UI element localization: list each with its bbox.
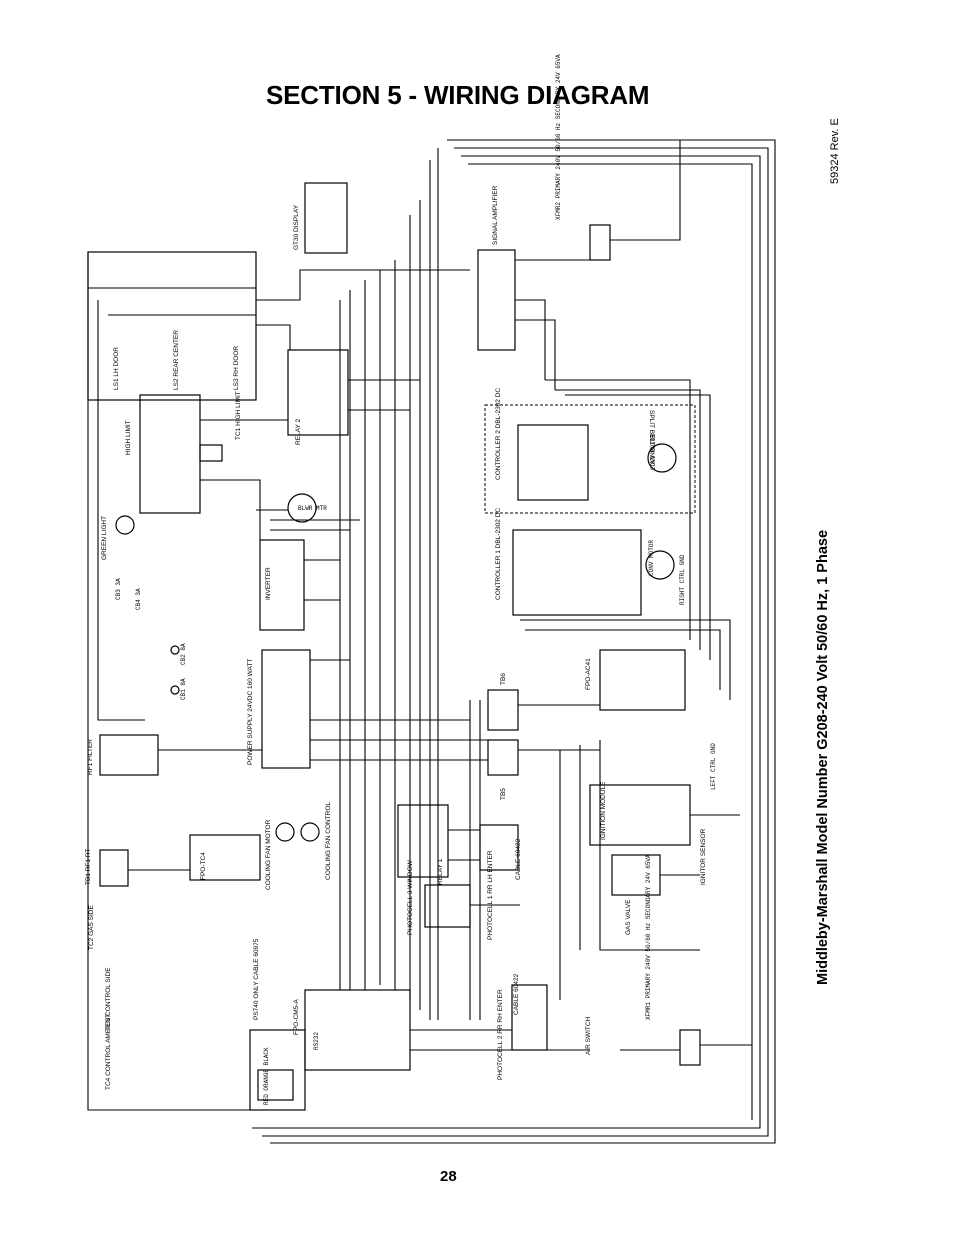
green-light: GREEN LIGHT — [101, 515, 135, 560]
tb5-label: TB5 — [500, 788, 507, 800]
inverter-box: INVERTER — [259, 539, 305, 631]
tc4-label: TC4 CONTROL AMBIENT — [105, 1014, 112, 1090]
controller2-label: CONTROLLER 2 DBL-2302 DC — [495, 388, 502, 480]
tc3-label: TC3 CONTROL SIDE — [105, 967, 112, 1030]
cable-1-label: CABLE 60422 — [515, 838, 522, 880]
fpo-tc4-label: FPO-TC4 — [200, 852, 207, 880]
right-ctrl-gnd-label: RIGHT CTRL GND — [679, 554, 686, 605]
cb3-label: CB3 3A — [115, 578, 122, 600]
photocell1-label: PHOTOCELL 1 RR LH ENTER — [487, 850, 494, 940]
photocells: PHOTOCELL 3 WINDOW PHOTOCELL 1 RR LH ENT… — [407, 824, 548, 1080]
green-light-label: GREEN LIGHT — [101, 516, 108, 560]
tc2-label: TC2 GAS SIDE — [88, 905, 95, 950]
cooling-fan-motor-label: COOLING FAN MOTOR — [265, 819, 272, 890]
photocell2-label: PHOTOCELL 2 RR RH ENTER — [497, 989, 504, 1080]
ls2-label: LS2 REAR CENTER — [173, 330, 180, 390]
thermocouples: TC2 GAS SIDE TC3 CONTROL SIDE TC4 CONTRO… — [88, 905, 112, 1090]
ignitor-sensor-label: IGNITOR SENSOR — [700, 828, 707, 885]
cb2-label: CB2 8A — [180, 643, 187, 665]
relay1-label: RELAY 1 — [437, 858, 444, 885]
gas-valve-label: GAS VALVE — [625, 899, 632, 935]
page-number: 28 — [440, 1168, 457, 1185]
signal-amplifier-label: SIGNAL AMPLIFIER — [492, 185, 499, 245]
power-supply-label: POWER SUPPLY 24VDC 160 WATT — [247, 659, 254, 765]
cable-2-label: CABLE 60422 — [513, 973, 520, 1015]
power-supply-box: POWER SUPPLY 24VDC 160 WATT — [247, 649, 311, 769]
ps740-label: PS740 ONLY CABLE 60975 — [253, 938, 260, 1020]
tc1-label: TC1 HIGH LIMIT — [235, 391, 242, 440]
blwr-mtr-label: BLWR MTR — [298, 505, 327, 512]
fpo-cm5a: FPO-CM5-A RS232 — [293, 989, 411, 1071]
conv-motor-2-label: CONV MOTOR — [650, 434, 657, 470]
xfmr2: XFMR2 PRIMARY 240V 50/60 Hz SECONDARY 24… — [555, 54, 611, 261]
ignition-module-label: IGNITION MODULE — [600, 781, 607, 840]
photocell3-label: PHOTOCELL 3 WINDOW — [407, 859, 414, 935]
rf1-filter-label: RF1 FILTER — [87, 739, 94, 775]
tb1-label: TB1 RF1 RT — [85, 849, 92, 885]
inverter-label: INVERTER — [265, 567, 272, 600]
air-switch: AIR SWITCH — [585, 1016, 592, 1055]
fpo-ac41-label: FPO-AC41 — [585, 658, 592, 690]
gt30-label: GT30 DISPLAY — [293, 204, 300, 250]
gas-valve: GAS VALVE — [611, 854, 661, 935]
blower-motor: BLWR MTR — [287, 493, 327, 523]
air-switch-label: AIR SWITCH — [585, 1016, 592, 1055]
tb6: TB6 — [487, 673, 519, 731]
high-limit-label: HIGH LIMIT — [125, 420, 132, 455]
bus-wires — [87, 139, 776, 1144]
rs232-label: RS232 — [313, 1032, 320, 1050]
tb1-block: TB1 RF1 RT — [85, 849, 129, 887]
cooling-fan-control-label: COOLING FAN CONTROL — [325, 802, 332, 880]
tb5: TB5 — [487, 739, 519, 800]
relay2: RELAY 2 — [287, 349, 349, 445]
ignition-module: IGNITION MODULE IGNITOR SENSOR LEFT CTRL… — [589, 743, 717, 885]
ls3-label: LS3 RH DOOR — [233, 346, 240, 390]
ls1-label: LS1 LH DOOR — [113, 347, 120, 390]
limit-switches: LS1 LH DOOR LS2 REAR CENTER LS3 RH DOOR — [87, 251, 257, 401]
fpo-cm5a-label: FPO-CM5-A — [293, 999, 300, 1035]
relay1: RELAY 1 — [397, 804, 449, 885]
connection-wires — [128, 140, 752, 1051]
page-title: SECTION 5 - WIRING DIAGRAM — [266, 80, 650, 110]
cb1-label: CB1 8A — [180, 678, 187, 700]
conv-motor-1-label: CONV MOTOR — [648, 540, 655, 576]
high-limit: HIGH LIMIT TC1 HIGH LIMIT — [125, 391, 242, 514]
controller1: CONTROLLER 1 DBL-2302 DC CONV MOTOR RIGH… — [495, 508, 686, 616]
xfmr2-label: XFMR2 PRIMARY 240V 50/60 Hz SECONDARY 24… — [555, 54, 562, 220]
relay2-label: RELAY 2 — [295, 418, 302, 445]
split-belt-label: SPLIT BELT ONLY — [648, 410, 655, 465]
controller1-label: CONTROLLER 1 DBL-2302 DC — [495, 508, 502, 600]
rf1-filter: RF1 FILTER — [87, 734, 159, 776]
red-orange-black-label: RED ORANGE BLACK — [263, 1047, 270, 1105]
fpo-tc4: FPO-TC4 — [189, 834, 261, 881]
gt30-display: GT30 DISPLAY — [293, 182, 348, 254]
signal-amplifier: SIGNAL AMPLIFIER — [477, 185, 516, 351]
cb4-label: CB4 3A — [135, 588, 142, 610]
cooling-fan: COOLING FAN MOTOR COOLING FAN CONTROL — [265, 802, 332, 890]
tb6-label: TB6 — [500, 673, 507, 685]
circuit-breakers: CB3 3A CB4 3A CB2 8A CB1 8A — [115, 578, 187, 700]
ps740-cable: PS740 ONLY CABLE 60975 RED ORANGE BLACK — [249, 938, 306, 1111]
fpo-ac41: FPO-AC41 — [585, 649, 686, 711]
xfmr1: XFMR1 PRIMARY 240V 50/60 Hz SECONDARY 24… — [645, 854, 701, 1066]
xfmr1-label: XFMR1 PRIMARY 240V 50/60 Hz SECONDARY 24… — [645, 854, 652, 1020]
split-belt-region: SPLIT BELT ONLY CONTROLLER 2 DBL-2302 DC… — [484, 388, 696, 514]
left-ctrl-gnd-label: LEFT CTRL GND — [710, 743, 717, 790]
